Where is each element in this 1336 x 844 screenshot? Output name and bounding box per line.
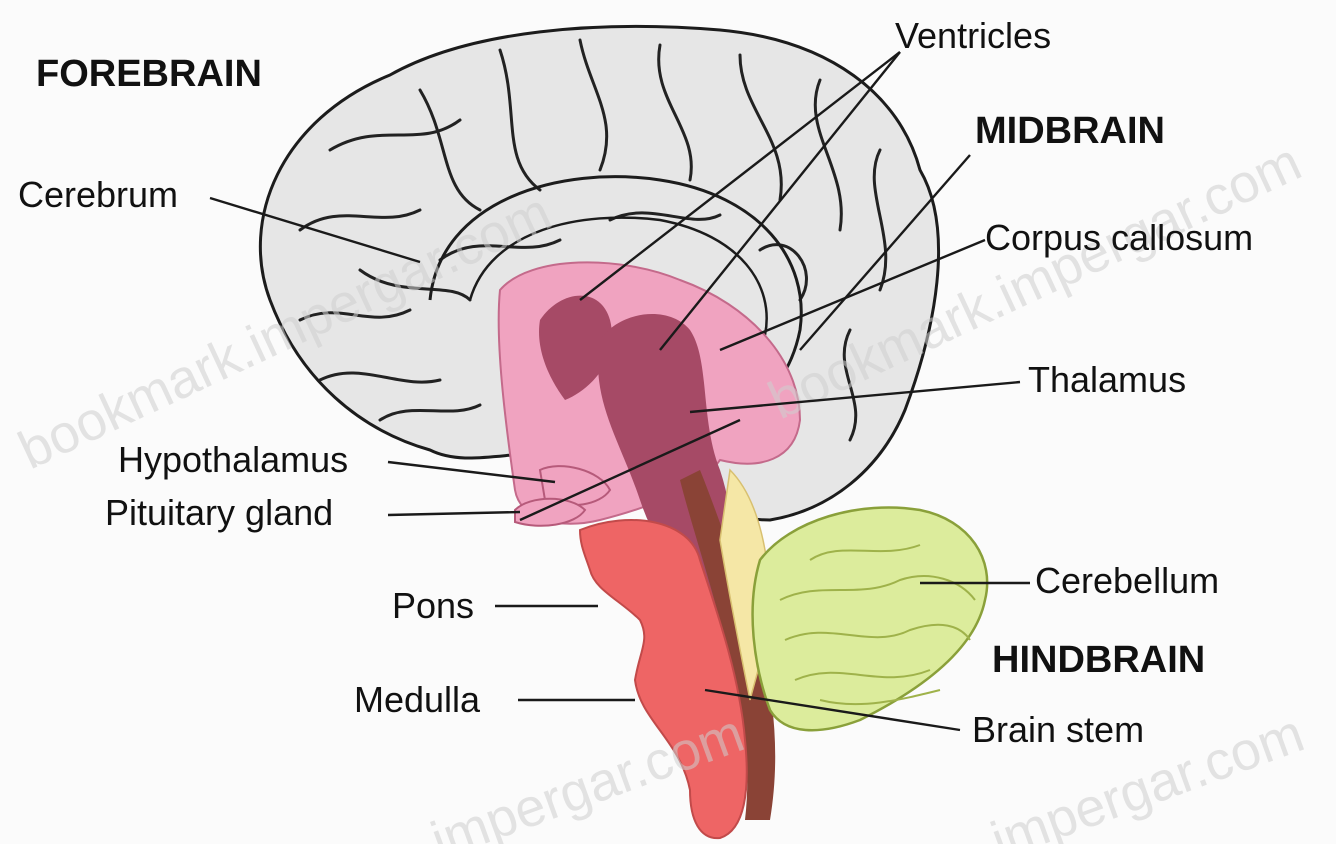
label-corpus-callosum: Corpus callosum xyxy=(985,217,1253,258)
forebrain-title: FOREBRAIN xyxy=(36,53,262,95)
label-pituitary-gland: Pituitary gland xyxy=(105,492,333,533)
label-hypothalamus: Hypothalamus xyxy=(118,439,348,480)
cerebellum-shape xyxy=(753,507,988,730)
label-cerebrum: Cerebrum xyxy=(18,174,178,215)
label-thalamus: Thalamus xyxy=(1028,359,1186,400)
label-medulla: Medulla xyxy=(354,679,481,720)
midbrain-title: MIDBRAIN xyxy=(975,110,1165,152)
pituitary-leader xyxy=(388,512,520,515)
label-cerebellum: Cerebellum xyxy=(1035,560,1219,601)
label-brain-stem: Brain stem xyxy=(972,709,1144,750)
label-pons: Pons xyxy=(392,585,474,626)
hindbrain-title: HINDBRAIN xyxy=(992,639,1205,681)
label-ventricles: Ventricles xyxy=(895,15,1051,56)
